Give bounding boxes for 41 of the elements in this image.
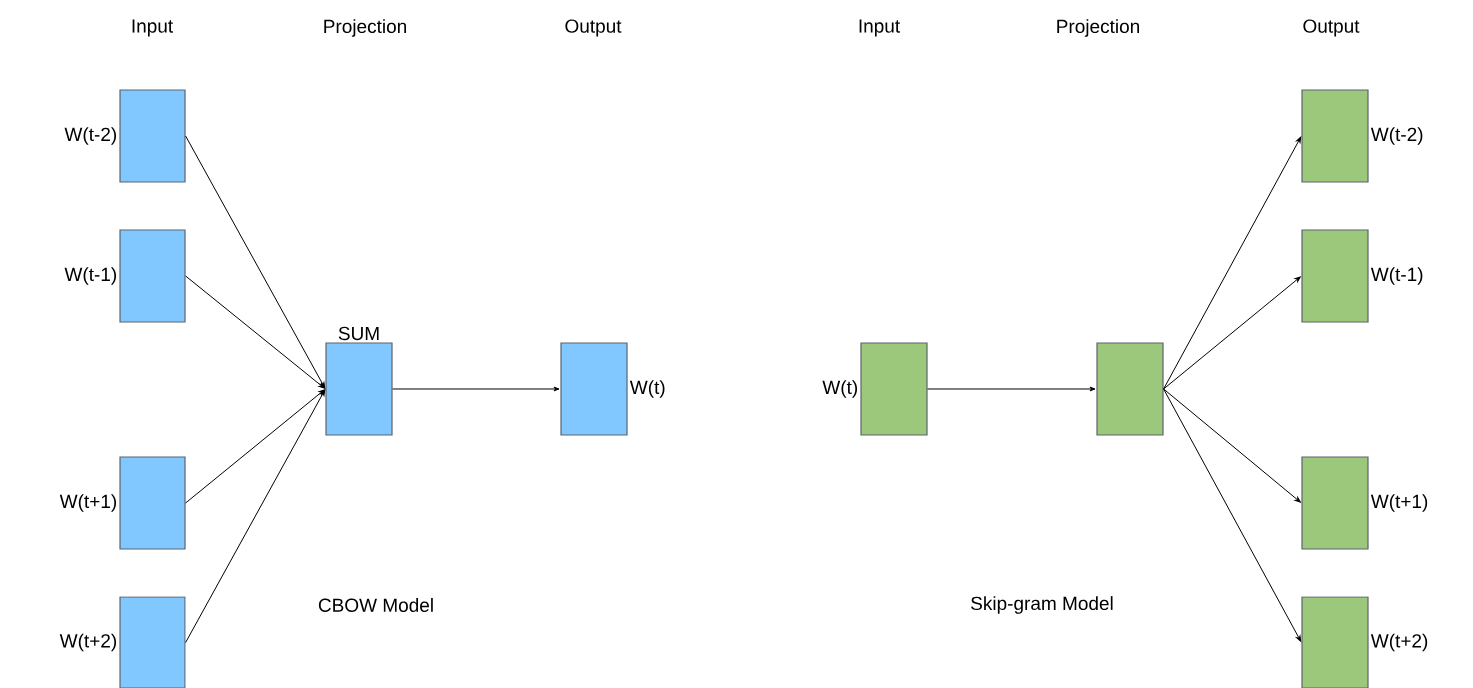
model-caption: CBOW Model xyxy=(318,598,433,612)
vector-box xyxy=(1301,596,1369,688)
vector-box xyxy=(1301,456,1369,550)
vector-box xyxy=(1301,229,1369,323)
word-label: W(t-2) xyxy=(1370,127,1423,145)
vector-box xyxy=(119,89,186,183)
column-heading: Output xyxy=(1303,19,1360,37)
vector-box xyxy=(860,342,928,436)
column-heading: Input xyxy=(132,19,173,37)
vector-box xyxy=(1301,89,1369,183)
arrow xyxy=(185,389,325,504)
word-label: W(t) xyxy=(822,380,858,398)
word-label: W(t-1) xyxy=(1370,267,1423,285)
vector-box xyxy=(119,229,186,323)
arrow xyxy=(1163,276,1301,390)
vector-box xyxy=(325,342,393,436)
arrow xyxy=(185,135,326,389)
column-heading: Output xyxy=(565,19,622,37)
vector-box xyxy=(560,342,628,436)
column-heading: Input xyxy=(859,19,900,37)
model-caption: Skip-gram Model xyxy=(971,596,1113,614)
column-heading: Projection xyxy=(324,19,406,37)
column-heading: Projection xyxy=(1057,19,1139,37)
word-label: W(t-1) xyxy=(64,267,117,285)
vector-box xyxy=(119,596,186,688)
arrow xyxy=(392,386,560,392)
word-label: W(t+1) xyxy=(1370,494,1428,512)
word-label: W(t-2) xyxy=(64,127,117,145)
arrow xyxy=(1163,136,1302,390)
arrow xyxy=(1163,388,1301,503)
word-label: W(t+2) xyxy=(1370,633,1428,652)
vector-box xyxy=(119,456,186,550)
word-label: SUM xyxy=(338,326,379,341)
arrow xyxy=(927,386,1096,392)
word-label: W(t+1) xyxy=(59,494,117,512)
arrow xyxy=(185,275,325,389)
arrow xyxy=(1163,388,1302,642)
word-label: W(t+2) xyxy=(59,633,117,652)
vector-box xyxy=(1096,342,1164,436)
arrow xyxy=(185,389,326,643)
word-label: W(t) xyxy=(629,380,665,398)
